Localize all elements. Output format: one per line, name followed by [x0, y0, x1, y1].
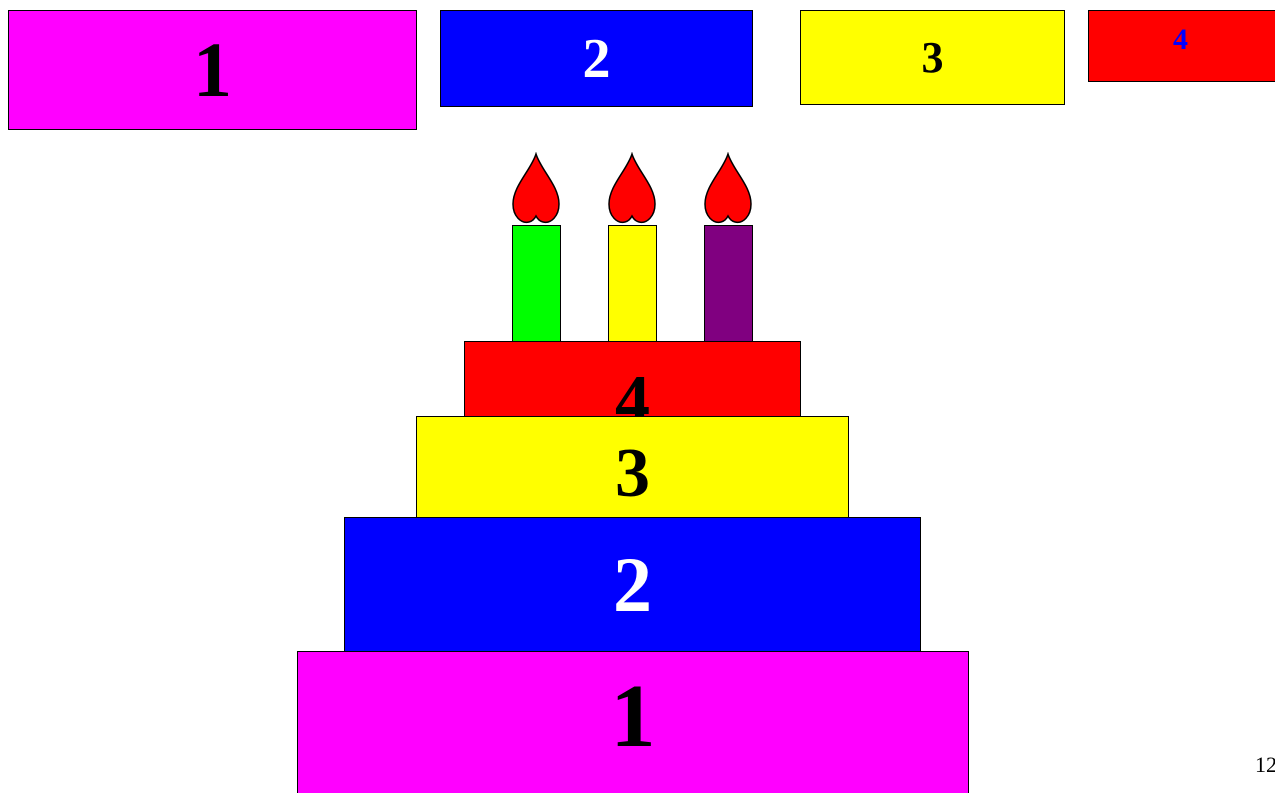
flame-icon	[607, 152, 657, 228]
cake-layer-1-label: 1	[611, 672, 656, 762]
piece-3[interactable]: 3	[800, 10, 1065, 105]
cake-layer-3: 3	[416, 416, 849, 518]
candle-green	[512, 225, 561, 346]
piece-1[interactable]: 1	[8, 10, 417, 130]
flame-icon	[511, 152, 561, 228]
piece-4-label: 4	[1173, 25, 1188, 55]
candle-purple	[704, 225, 753, 346]
piece-1-label: 1	[193, 31, 232, 109]
piece-2-label: 2	[583, 31, 611, 87]
page-number: 12	[1255, 752, 1275, 778]
piece-3-label: 3	[922, 36, 944, 80]
cake-layer-4: 4	[464, 341, 801, 417]
cake-layer-2-label: 2	[613, 546, 652, 624]
piece-4[interactable]: 4	[1088, 10, 1275, 82]
cake-layer-2: 2	[344, 517, 921, 652]
piece-2[interactable]: 2	[440, 10, 753, 107]
candle-yellow	[608, 225, 657, 346]
flame-icon	[703, 152, 753, 228]
cake-layer-1: 1	[297, 651, 969, 793]
cake-layer-3-label: 3	[615, 439, 650, 509]
cake-layer-4-label: 4	[615, 366, 650, 417]
